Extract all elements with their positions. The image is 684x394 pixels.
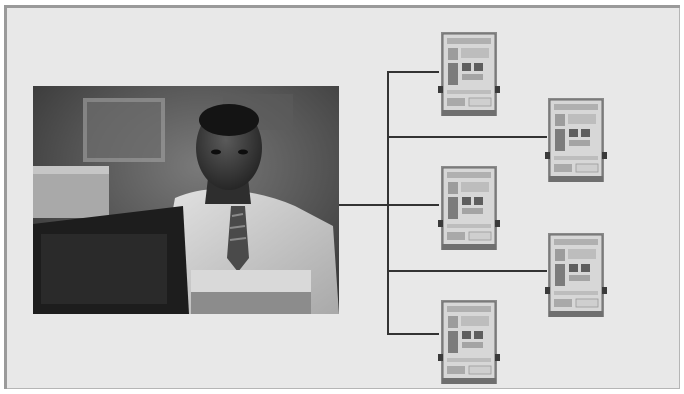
- frame-top-edge: [4, 5, 680, 8]
- network-device-icon: [545, 231, 607, 319]
- network-device-icon: [438, 164, 500, 252]
- network-device-icon: [545, 96, 607, 184]
- connector-bus: [387, 71, 389, 335]
- user-photo: [33, 86, 339, 314]
- connector-branch-2: [387, 136, 547, 138]
- frame-left-edge: [4, 5, 7, 389]
- connector-branch-5: [387, 333, 439, 335]
- network-device-icon: [438, 298, 500, 386]
- network-device-icon: [438, 30, 500, 118]
- connector-branch-3: [387, 204, 439, 206]
- connector-branch-4: [387, 270, 547, 272]
- connector-trunk: [339, 204, 389, 206]
- connector-branch-1: [387, 71, 439, 73]
